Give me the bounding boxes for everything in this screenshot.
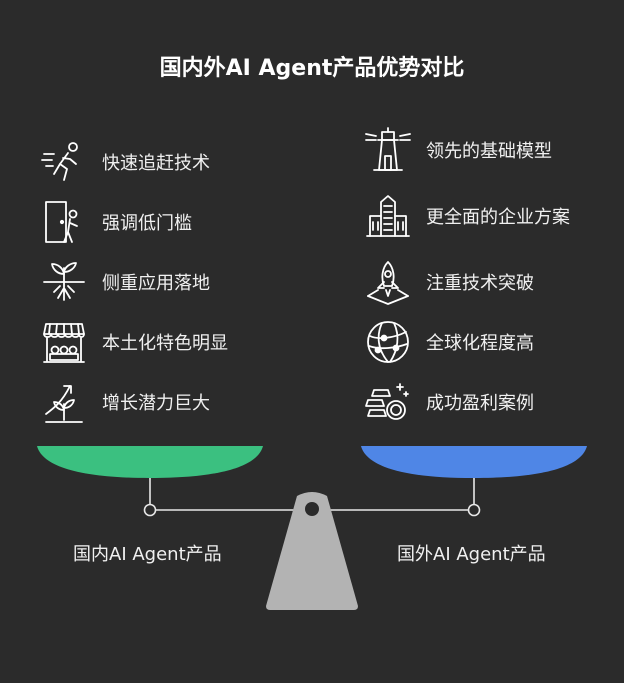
left-item-label: 快速追赶技术	[102, 153, 210, 174]
sprout-roots-icon	[38, 258, 90, 306]
left-item-1: 快速追赶技术	[38, 138, 210, 186]
domestic-label: 国内AI Agent产品	[73, 544, 222, 565]
right-item-label: 成功盈利案例	[426, 393, 534, 414]
left-item-3: 侧重应用落地	[38, 258, 210, 306]
right-item-5: 成功盈利案例	[362, 378, 534, 426]
running-person-icon	[38, 138, 90, 186]
right-item-3: 注重技术突破	[362, 258, 534, 306]
fulcrum-pin	[305, 502, 319, 516]
foreign-label: 国外AI Agent产品	[397, 544, 546, 565]
rocket-launch-icon	[362, 258, 414, 306]
lighthouse-icon	[362, 126, 414, 174]
right-item-2: 更全面的企业方案	[362, 192, 570, 240]
right-item-label: 更全面的企业方案	[426, 207, 570, 228]
right-item-label: 注重技术突破	[426, 273, 534, 294]
left-pan	[37, 446, 263, 478]
left-item-label: 增长潜力巨大	[102, 393, 210, 414]
page-title: 国内外AI Agent产品优势对比	[159, 56, 465, 81]
right-pivot	[467, 503, 481, 517]
left-item-label: 侧重应用落地	[102, 273, 210, 294]
left-item-4: 本土化特色明显	[38, 318, 228, 366]
market-stall-icon	[38, 318, 90, 366]
right-item-1: 领先的基础模型	[362, 126, 552, 174]
right-item-4: 全球化程度高	[362, 318, 534, 366]
left-item-5: 增长潜力巨大	[38, 378, 210, 426]
door-person-icon	[38, 198, 90, 246]
globe-network-icon	[362, 318, 414, 366]
right-item-label: 领先的基础模型	[426, 141, 552, 162]
left-pivot	[143, 503, 157, 517]
left-item-label: 强调低门槛	[102, 213, 192, 234]
left-item-2: 强调低门槛	[38, 198, 192, 246]
gold-bars-coin-icon	[362, 378, 414, 426]
growth-plant-chart-icon	[38, 378, 90, 426]
fulcrum	[266, 492, 358, 610]
left-item-label: 本土化特色明显	[102, 333, 228, 354]
right-pan	[361, 446, 587, 478]
right-item-label: 全球化程度高	[426, 333, 534, 354]
office-buildings-icon	[362, 192, 414, 240]
